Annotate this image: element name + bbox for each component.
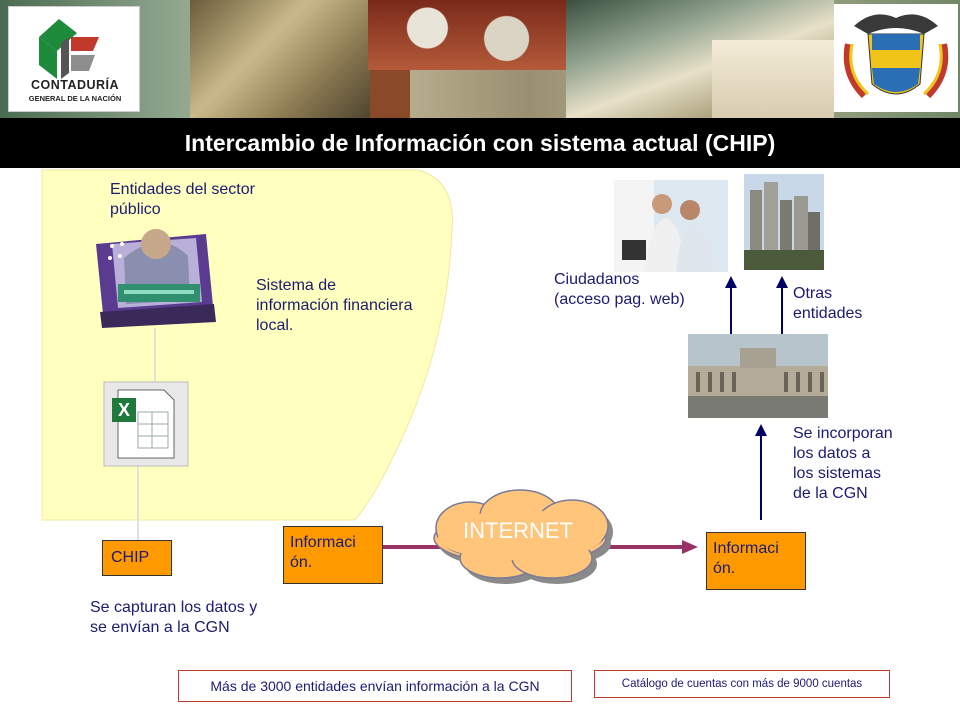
cgn-building-photo [688,334,828,418]
incorporate-label: Se incorporan los datos a los sistemas d… [793,425,893,502]
entities-count-note: Más de 3000 entidades envían información… [178,670,572,702]
internet-cloud [433,489,613,584]
arrow-head [755,424,767,436]
page-title: Intercambio de Información con sistema a… [184,130,776,156]
other-entities-label: Otras entidades [793,285,863,322]
public-sector-region [41,169,453,521]
arrow-head [776,276,788,288]
capture-label: Se capturan los datos y se envían a la C… [90,599,258,636]
citizens-photo [614,180,728,272]
coins-photo [368,0,566,70]
other-entities-photo [744,174,824,270]
computer-user-clipart [96,229,216,328]
coat-of-arms-icon [843,14,949,99]
header-banner: CONTADURÍA GENERAL DE LA NACIÓN [0,0,960,118]
info-box-right: Informaci ón. [706,532,806,590]
banknote-photo [370,70,410,118]
money-photo [190,0,370,118]
logo-subtitle: GENERAL DE LA NACIÓN [28,94,122,103]
citizens-label: Ciudadanos (acceso pag. web) [554,271,685,308]
paper-photo [712,40,834,118]
catalog-note: Catálogo de cuentas con más de 9000 cuen… [594,670,890,698]
info-box-left: Informaci ón. [283,526,383,584]
financial-system-label: Sistema de información financiera local. [256,277,413,334]
contaduria-logo [8,6,140,112]
arrow-head [725,276,737,288]
excel-file-icon: X [103,381,189,467]
arrow-head [682,540,698,554]
contaduria-logo-icon [39,19,99,79]
public-entities-label: Entidades del sector público [110,181,255,218]
colombia-coat-of-arms [834,4,958,112]
chip-box: CHIP [102,540,172,576]
svg-text:X: X [118,400,130,420]
logo-name: CONTADURÍA [30,78,120,92]
title-bar: Intercambio de Información con sistema a… [0,118,960,168]
internet-label: INTERNET [463,518,573,543]
